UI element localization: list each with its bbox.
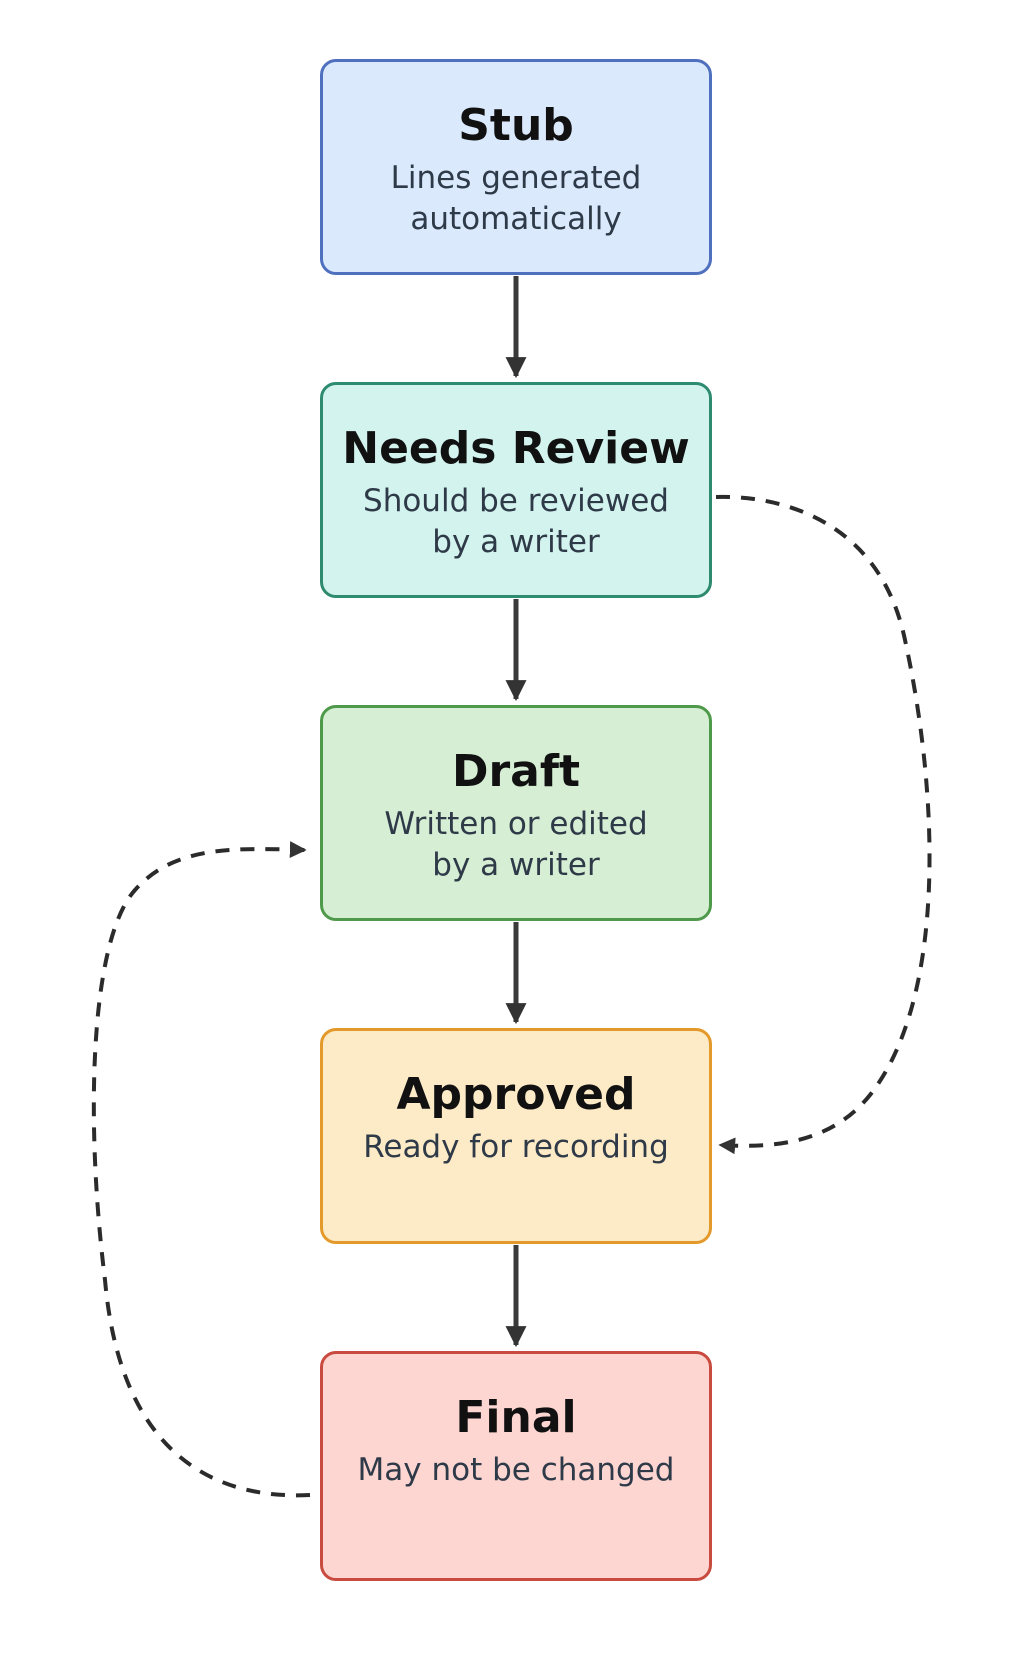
- node-draft: Draft Written or edited by a writer: [320, 705, 712, 921]
- node-draft-description: Written or edited by a writer: [384, 806, 648, 883]
- node-final-description: May not be changed: [357, 1452, 675, 1488]
- node-stub-description: Lines generated automatically: [390, 160, 642, 237]
- node-approved-title: Approved: [396, 1069, 636, 1120]
- node-needs-review: Needs Review Should be reviewed by a wri…: [320, 382, 712, 598]
- node-stub: Stub Lines generated automatically: [320, 59, 712, 275]
- node-final-title: Final: [455, 1392, 577, 1443]
- node-draft-title: Draft: [451, 746, 581, 797]
- node-needs-review-description: Should be reviewed by a writer: [363, 483, 669, 560]
- node-approved: Approved Ready for recording: [320, 1028, 712, 1244]
- node-stub-title: Stub: [458, 100, 574, 151]
- edge-final-to-draft-dashed: [91, 841, 311, 1498]
- node-approved-description: Ready for recording: [363, 1129, 669, 1165]
- node-final: Final May not be changed: [320, 1351, 712, 1581]
- node-needs-review-title: Needs Review: [342, 423, 690, 474]
- edge-review-to-approved-dashed: [715, 494, 932, 1155]
